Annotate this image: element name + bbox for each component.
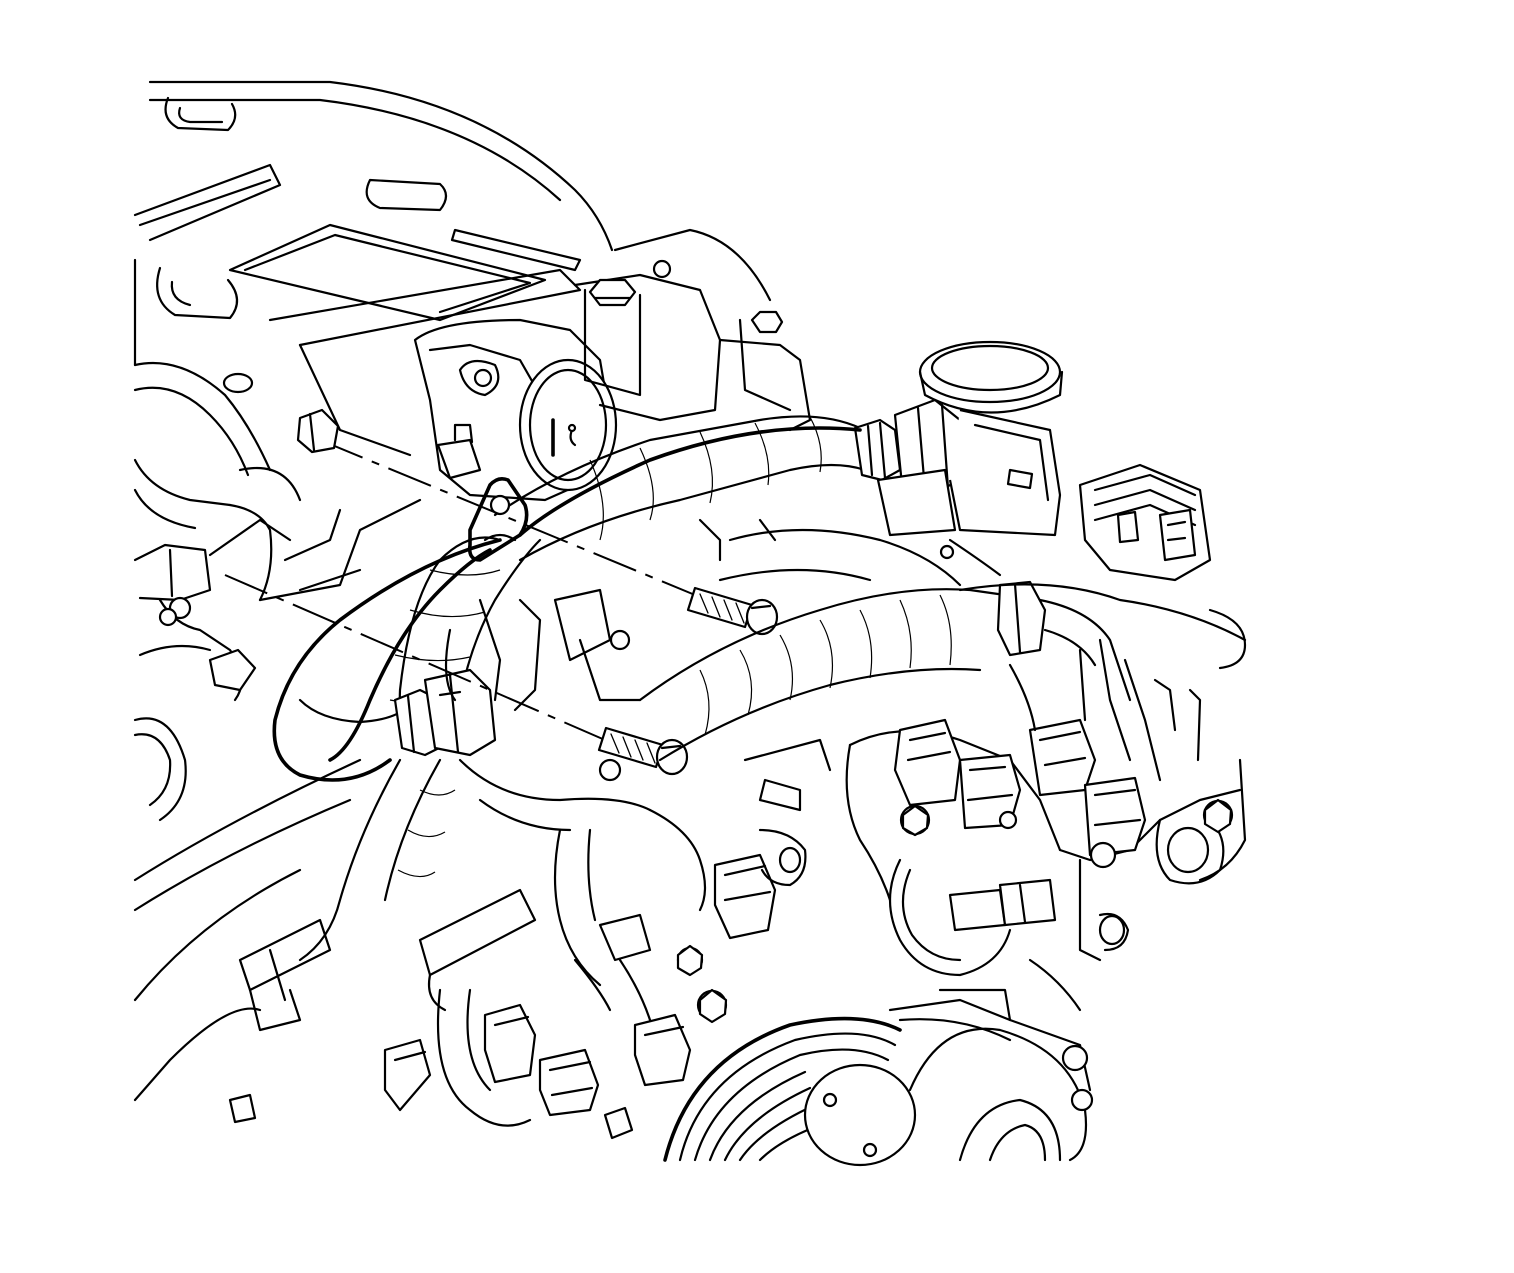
upper-hose <box>493 415 867 562</box>
oil-fill-cap <box>918 340 1064 414</box>
detail-bolts <box>158 518 832 812</box>
hose-flange-gasket <box>467 477 529 562</box>
wiring-harness-main <box>638 528 1247 762</box>
cam-phaser-housing <box>845 730 1247 1022</box>
water-pump-pulley <box>888 998 1094 1162</box>
assembly-center-lines <box>224 439 696 741</box>
bottom-connectors <box>228 828 807 1140</box>
crankshaft-pulley <box>663 1016 917 1167</box>
sensor-connector-right <box>1078 463 1212 582</box>
bolt-upper <box>686 586 779 636</box>
upper-hose-quick-connector <box>853 398 1062 537</box>
front-cover-left <box>133 717 362 1102</box>
intake-plenum-cover <box>133 80 772 477</box>
harness-lower-branches <box>238 758 707 1127</box>
bolt-mount-stud <box>296 408 340 454</box>
left-bracket-connectors <box>133 458 422 702</box>
sensor-connector-cluster <box>893 638 1234 869</box>
mounting-bolt-boss <box>573 273 812 432</box>
throttle-body <box>413 318 618 502</box>
lower-hose-quick-connector <box>393 668 497 757</box>
